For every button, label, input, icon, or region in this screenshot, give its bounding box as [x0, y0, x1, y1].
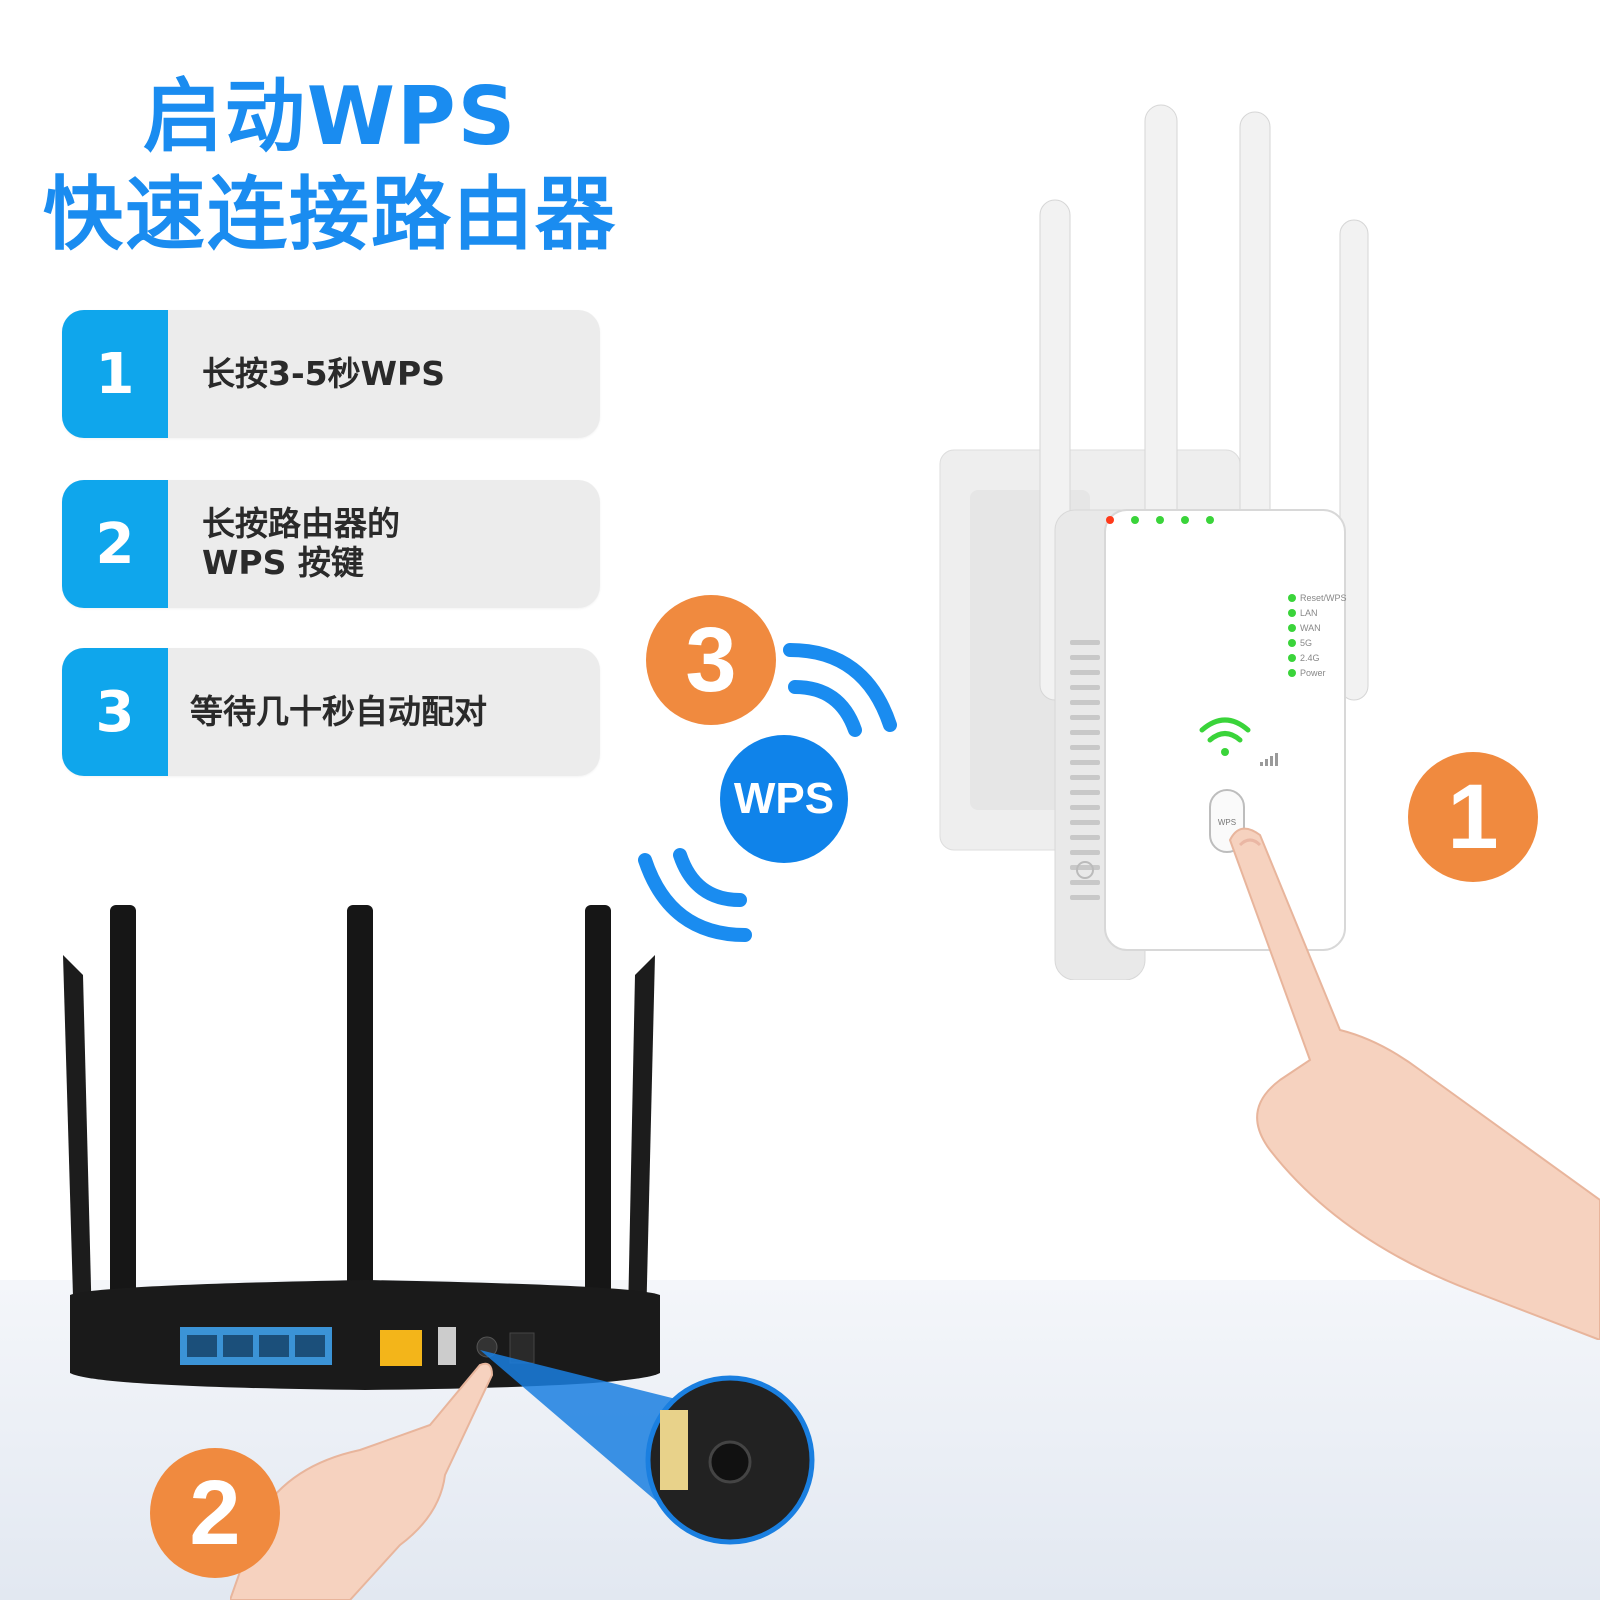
signal-waves-top-icon — [783, 643, 897, 737]
step-3: 3 等待几十秒自动配对 — [62, 648, 600, 776]
badge-1: 1 — [1408, 752, 1538, 882]
badge-3: 3 — [646, 595, 776, 725]
step-2-text-line-2: WPS 按键 — [202, 543, 364, 582]
led-label-power: Power — [1300, 668, 1326, 678]
repeater-wps-button-label: WPS — [1218, 818, 1236, 827]
led-label-lan: LAN — [1300, 608, 1318, 618]
wifi-icon — [1199, 717, 1251, 743]
signal-waves-bottom-icon — [638, 848, 752, 942]
led-label-wan: WAN — [1300, 623, 1321, 633]
step-2-number: 2 — [62, 480, 168, 608]
repeater-illustration: Reset/WPS LAN WAN 5G 2.4G Power WPS — [939, 104, 1369, 980]
led-label-reset-wps: Reset/WPS — [1300, 593, 1347, 603]
step-2: 2 长按路由器的 WPS 按键 — [62, 480, 600, 608]
hand-left-illustration — [230, 1362, 494, 1600]
step-1: 1 长按3-5秒WPS — [62, 310, 600, 438]
led-label-5g: 5G — [1300, 638, 1312, 648]
step-3-number: 3 — [62, 648, 168, 776]
step-1-text-line-1: 长按3-5秒WPS — [202, 353, 445, 393]
step-1-text: 长按3-5秒WPS — [202, 310, 590, 438]
step-2-text-line-1: 长按路由器的 — [202, 504, 400, 544]
wps-button-zoom-illustration — [480, 1350, 815, 1545]
hand-right-illustration — [1228, 827, 1600, 1340]
wps-icon: WPS — [720, 735, 848, 863]
led-label-2-4g: 2.4G — [1300, 653, 1320, 663]
title-line-1: 启动WPS — [142, 70, 518, 163]
step-3-text: 等待几十秒自动配对 — [190, 648, 590, 776]
step-3-text-line-1: 等待几十秒自动配对 — [190, 691, 487, 731]
badge-2: 2 — [150, 1448, 280, 1578]
step-1-number: 1 — [62, 310, 168, 438]
step-2-text: 长按路由器的 WPS 按键 — [202, 480, 590, 608]
router-illustration — [63, 905, 660, 1390]
title-line-2: 快速连接路由器 — [43, 168, 617, 261]
